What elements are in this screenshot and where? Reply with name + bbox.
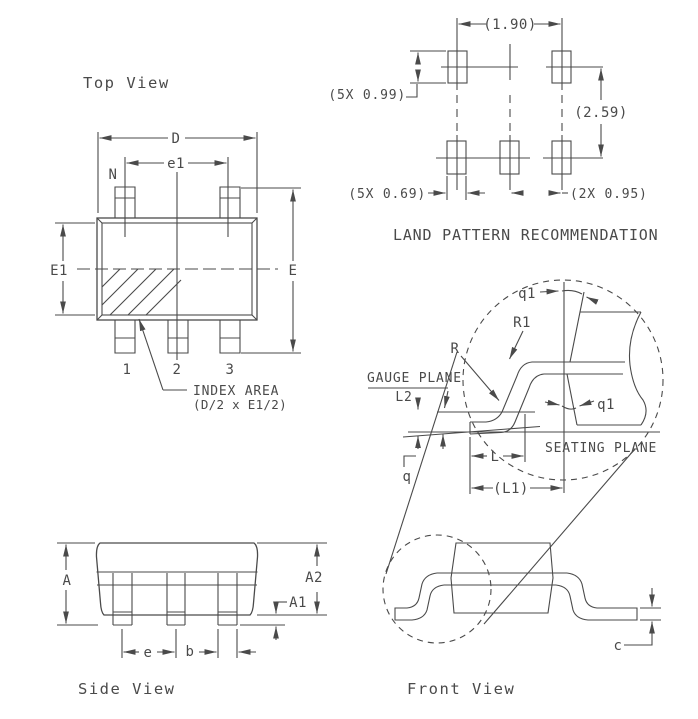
side-body — [95, 542, 259, 616]
dim-row-pitch: (2.59) — [574, 68, 628, 157]
projection-lines — [385, 351, 635, 625]
dim-pad-pitch-label: (2X 0.95) — [570, 187, 648, 202]
detail-circle — [462, 279, 664, 481]
pin-count-label: N — [109, 167, 118, 183]
top-view: Top View D e1 N — [50, 74, 301, 412]
dim-c: c — [614, 588, 661, 654]
dim-b-label: b — [186, 644, 195, 660]
front-detail-circle — [382, 534, 492, 644]
index-area-label: INDEX AREA — [193, 384, 279, 399]
front-right-lead — [555, 572, 638, 621]
side-view: A A2 A1 e b Side — [57, 542, 327, 698]
top-view-title: Top View — [83, 74, 170, 92]
dim-pad-height-label: (5X 0.99) — [328, 88, 406, 103]
pin-2-label: 2 — [173, 362, 182, 378]
dim-R: R — [451, 341, 500, 401]
side-leads — [112, 573, 238, 626]
detail-body — [566, 291, 647, 426]
dim-q1-top-label: q1 — [518, 286, 536, 302]
dim-A2: A2 — [257, 542, 327, 616]
dim-e1: e1 — [124, 156, 229, 237]
lead-detail: GAUGE PLANE L2 q L (L1) SEATING PLANE — [367, 279, 664, 497]
seating-plane-label: SEATING PLANE — [545, 441, 657, 456]
dim-E-label: E — [289, 263, 298, 279]
package-body-top — [77, 172, 278, 360]
index-area-hatch — [101, 268, 182, 316]
top-pins — [114, 186, 241, 218]
dim-b: b — [186, 629, 256, 660]
side-view-title: Side View — [78, 680, 176, 698]
dim-L2-label: L2 — [395, 390, 412, 405]
dim-E1-label: E1 — [50, 263, 68, 279]
dim-A2-label: A2 — [305, 570, 323, 586]
dim-pad-height: (5X 0.99) — [328, 50, 446, 103]
dim-q1-top: q1 — [518, 286, 599, 305]
dim-pad-width: (5X 0.69) — [348, 176, 485, 202]
dim-e: e — [121, 629, 177, 661]
dim-R-label: R — [451, 341, 460, 357]
dim-c-label: c — [614, 638, 623, 654]
dim-q: q — [403, 455, 416, 485]
dim-q-label: q — [403, 469, 412, 485]
pin-1-label: 1 — [123, 362, 132, 378]
dim-col-pitch-label: (1.90) — [483, 17, 537, 33]
dim-E1: E1 — [50, 222, 95, 316]
dim-A-label: A — [63, 573, 72, 589]
index-area-formula: (D/2 x E1/2) — [193, 397, 287, 412]
dim-L-label: L — [491, 449, 500, 465]
dim-D: D — [97, 131, 258, 213]
pin-3-label: 3 — [226, 362, 235, 378]
index-area-callout: INDEX AREA (D/2 x E1/2) — [138, 318, 287, 412]
dim-L: L — [469, 414, 526, 494]
dim-A: A — [57, 542, 98, 626]
dim-R1-label: R1 — [513, 315, 531, 331]
dim-L1: (L1) — [471, 481, 563, 497]
dim-row-pitch-label: (2.59) — [574, 105, 628, 121]
dim-E: E — [241, 187, 301, 354]
dim-pad-pitch: (2X 0.95) — [511, 187, 648, 202]
dim-col-pitch: (1.90) — [458, 17, 561, 33]
gauge-plane-label: GAUGE PLANE — [367, 371, 462, 386]
dim-q1-bottom: q1 — [544, 397, 615, 413]
bottom-pins — [114, 320, 241, 354]
foot-angle-line — [402, 425, 541, 438]
front-body — [450, 542, 554, 614]
front-left-lead — [394, 572, 445, 621]
land-pads — [446, 50, 572, 175]
dim-D-label: D — [172, 131, 181, 147]
land-pattern: (1.90) (5X 0.99) (2.59) (5X 0.69) — [328, 17, 658, 244]
dim-q1-bottom-label: q1 — [597, 397, 615, 413]
dim-A1-label: A1 — [289, 595, 307, 611]
front-view-title: Front View — [407, 680, 515, 698]
dim-A1: A1 — [240, 595, 307, 640]
land-pattern-title: LAND PATTERN RECOMMENDATION — [393, 226, 658, 244]
front-view: c Front View — [382, 534, 661, 698]
dim-pad-width-label: (5X 0.69) — [348, 187, 426, 202]
dim-R1: R1 — [509, 315, 531, 360]
dim-L1-label: (L1) — [493, 481, 529, 497]
dim-e1-label: e1 — [167, 156, 185, 172]
dim-L2: L2 — [395, 390, 446, 449]
dim-e-label: e — [144, 645, 153, 661]
gauge-plane-callout: GAUGE PLANE — [367, 371, 462, 409]
